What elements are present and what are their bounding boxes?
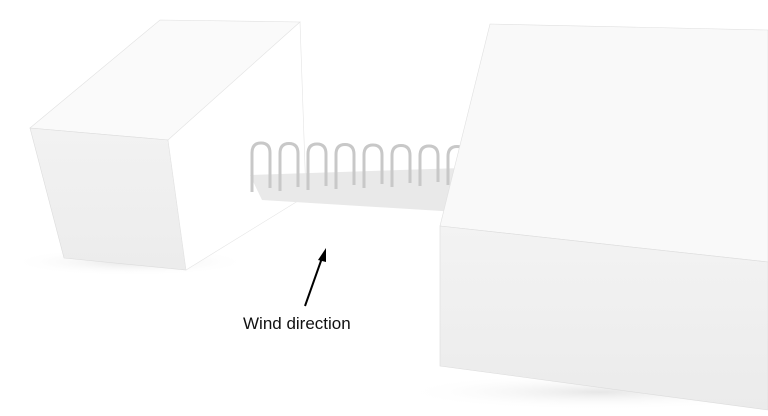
arch-rib bbox=[278, 141, 300, 191]
right-building bbox=[439, 23, 768, 411]
arch-rib bbox=[250, 141, 272, 192]
right-box-front bbox=[439, 225, 768, 411]
arch-rib bbox=[334, 142, 356, 189]
arch-rib bbox=[362, 143, 384, 188]
wind-direction-label: Wind direction bbox=[243, 314, 351, 333]
arch-rib bbox=[306, 142, 328, 190]
left-building bbox=[29, 19, 307, 271]
right-box-top bbox=[439, 23, 768, 263]
wind-arrow bbox=[304, 248, 326, 307]
arrow-shaft bbox=[304, 257, 323, 307]
arch-rib bbox=[418, 144, 440, 186]
left-box-front bbox=[29, 127, 187, 271]
arch-rib bbox=[390, 143, 412, 187]
arrow-head bbox=[318, 248, 326, 262]
arch-canopy bbox=[250, 141, 468, 212]
